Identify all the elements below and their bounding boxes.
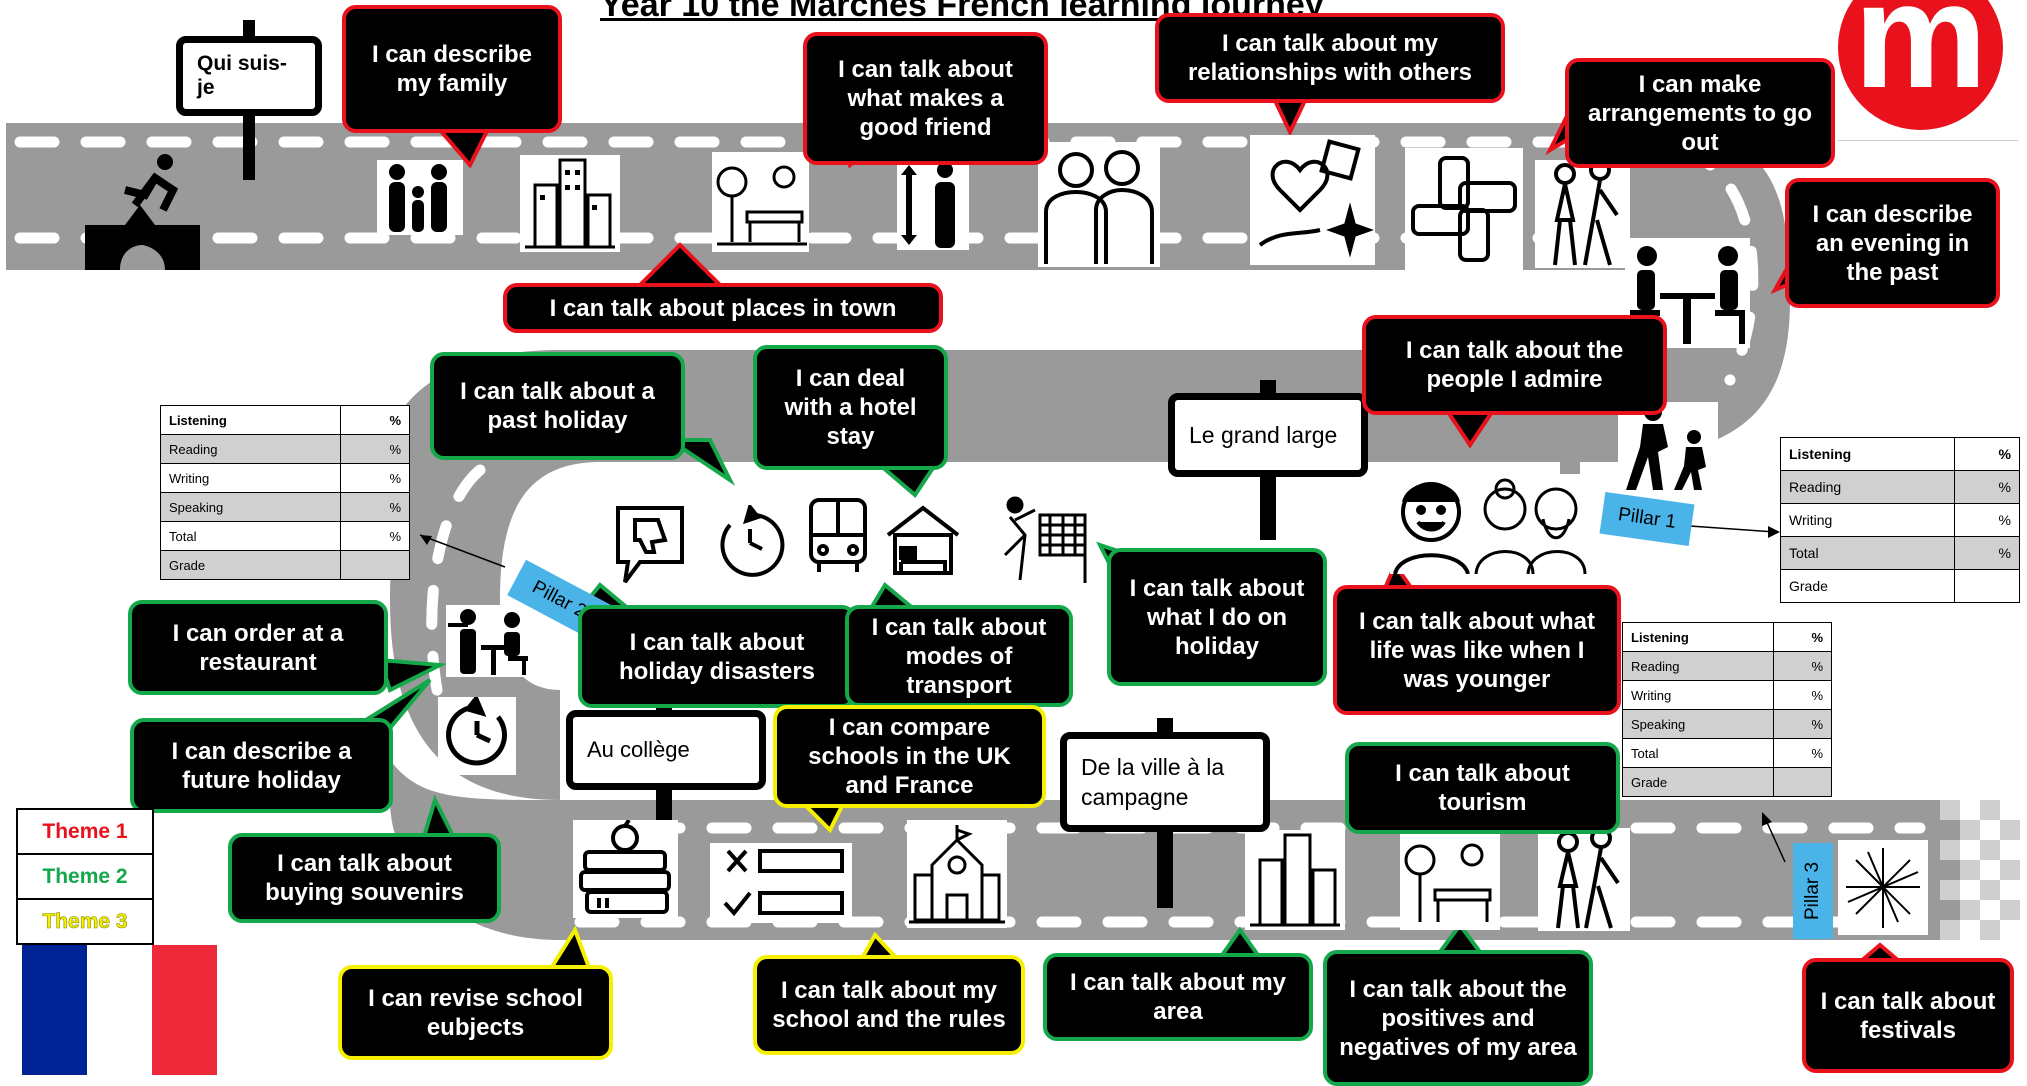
- checklist-icon: [710, 843, 852, 923]
- grid-cell: %: [1773, 738, 1832, 768]
- grid-cell: %: [340, 434, 410, 464]
- grid-label: Writing: [1779, 503, 1956, 537]
- clock-future-icon: [438, 697, 516, 775]
- grid-cell: %: [1773, 680, 1832, 710]
- fireworks-icon: [1838, 840, 1928, 935]
- grid-cell: %: [1954, 536, 2020, 570]
- bubble-evening-past: I can describe an evening in the past: [1785, 178, 2000, 308]
- waiter-icon: [446, 605, 530, 677]
- grid-cell: %: [340, 492, 410, 522]
- grid-label: Listening: [1779, 437, 1956, 471]
- french-flag-icon: [22, 945, 217, 1075]
- school-logo: m: [1838, 0, 2003, 130]
- pillar-3-label: Pillar 3: [1793, 843, 1833, 939]
- hotel-bed-icon: [883, 500, 963, 578]
- dinner-couple-icon: [1625, 238, 1750, 348]
- grid-cell: %: [1954, 470, 2020, 504]
- grid-cell: [340, 550, 410, 580]
- theme-3-label: Theme 3: [16, 898, 154, 945]
- grid-label: Total: [1621, 738, 1775, 768]
- grid-label: Listening: [159, 405, 342, 435]
- sign-au-college: Au collège: [566, 710, 766, 790]
- grid-cell: %: [1954, 437, 2020, 471]
- grid-label: Grade: [1779, 569, 1956, 603]
- grid-cell: %: [340, 405, 410, 435]
- grid-label: Writing: [159, 463, 342, 493]
- bubble-my-area: I can talk about my area: [1043, 953, 1313, 1041]
- score-grid-pillar-3: Listening% Reading% Writing% Speaking% T…: [1621, 622, 1832, 797]
- grid-label: Total: [1779, 536, 1956, 570]
- sign-qui-suis-je: Qui suis-je: [176, 36, 322, 116]
- grid-label: Writing: [1621, 680, 1775, 710]
- books-apple-icon: [573, 820, 678, 918]
- bubble-modes-transport: I can talk about modes of transport: [845, 605, 1073, 707]
- bubble-tourism: I can talk about tourism: [1345, 742, 1620, 834]
- bubble-arrangements: I can make arrangements to go out: [1565, 58, 1835, 168]
- grid-cell: %: [1773, 709, 1832, 739]
- bubble-what-i-do-holiday: I can talk about what I do on holiday: [1107, 548, 1327, 686]
- score-grid-pillar-1: Listening% Reading% Writing% Total% Grad…: [1779, 437, 2020, 603]
- bubble-holiday-disasters: I can talk about holiday disasters: [578, 605, 856, 708]
- tall-person-icon: [897, 160, 969, 250]
- grid-label: Grade: [159, 550, 342, 580]
- smiling-man-icon: [1390, 474, 1473, 574]
- couple-walking-icon: [1535, 160, 1630, 268]
- bus-icon: [803, 495, 873, 575]
- bubble-buying-souvenirs: I can talk about buying souvenirs: [228, 833, 501, 923]
- bubble-future-holiday: I can describe a future holiday: [130, 718, 393, 813]
- city-buildings-icon: [1245, 830, 1345, 930]
- grid-cell: %: [340, 521, 410, 551]
- bubble-order-restaurant: I can order at a restaurant: [128, 600, 388, 695]
- grid-cell: [1954, 569, 2020, 603]
- grid-label: Reading: [159, 434, 342, 464]
- score-grid-pillar-2: Listening% Reading% Writing% Speaking% T…: [159, 405, 410, 580]
- bubble-hotel-stay: I can deal with a hotel stay: [753, 345, 948, 470]
- running-people-icon: [1618, 402, 1718, 494]
- grid-label: Speaking: [1621, 709, 1775, 739]
- grid-label: Speaking: [159, 492, 342, 522]
- sign-le-grand-large: Le grand large: [1168, 393, 1368, 477]
- grid-label: Reading: [1779, 470, 1956, 504]
- divider: [1838, 140, 2018, 141]
- bubble-describe-family: I can describe my family: [342, 5, 562, 133]
- bubble-past-holiday: I can talk about a past holiday: [430, 352, 685, 460]
- bubble-relationships: I can talk about my relationships with o…: [1155, 13, 1505, 103]
- family-icon: [377, 160, 463, 235]
- grid-cell: %: [1773, 651, 1832, 681]
- bubble-life-younger: I can talk about what life was like when…: [1333, 585, 1621, 715]
- theme-legend: Theme 1 Theme 2 Theme 3: [16, 808, 154, 945]
- couple-walking-icon: [1538, 828, 1630, 931]
- grid-cell: %: [1954, 503, 2020, 537]
- bubble-revise-subjects: I can revise school eubjects: [338, 965, 613, 1060]
- school-building-icon: [907, 820, 1007, 928]
- friends-icon: [1038, 142, 1160, 267]
- grid-cell: %: [1773, 622, 1832, 652]
- bubble-people-admire: I can talk about the people I admire: [1362, 315, 1667, 415]
- bubble-school-rules: I can talk about my school and the rules: [753, 955, 1025, 1055]
- teamwork-hands-icon: [1405, 148, 1523, 270]
- heart-hands-icon: [1250, 135, 1375, 265]
- park-bench-icon: [712, 152, 809, 252]
- grid-cell: [1773, 767, 1832, 797]
- theme-2-label: Theme 2: [16, 853, 154, 900]
- park-bench-icon: [1400, 830, 1500, 930]
- grandparents-icon: [1473, 474, 1588, 574]
- bubble-places-in-town: I can talk about places in town: [503, 283, 943, 333]
- grid-label: Listening: [1621, 622, 1775, 652]
- bubble-good-friend: I can talk about what makes a good frien…: [803, 32, 1048, 165]
- theme-1-label: Theme 1: [16, 808, 154, 855]
- grid-label: Total: [159, 521, 342, 551]
- bubble-positives-negatives: I can talk about the positives and negat…: [1323, 950, 1593, 1086]
- jumping-person-icon: [85, 150, 200, 270]
- volleyball-icon: [995, 495, 1090, 583]
- city-buildings-icon: [520, 155, 620, 252]
- grid-label: Grade: [1621, 767, 1775, 797]
- bubble-festivals: I can talk about festivals: [1802, 958, 2014, 1073]
- grid-cell: %: [340, 463, 410, 493]
- bubble-compare-schools: I can compare schools in the UK and Fran…: [773, 705, 1046, 808]
- sign-de-la-ville: De la ville à la campagne: [1060, 732, 1270, 832]
- grid-label: Reading: [1621, 651, 1775, 681]
- thumbs-down-bubble-icon: [610, 500, 690, 588]
- time-past-icon: [710, 505, 792, 583]
